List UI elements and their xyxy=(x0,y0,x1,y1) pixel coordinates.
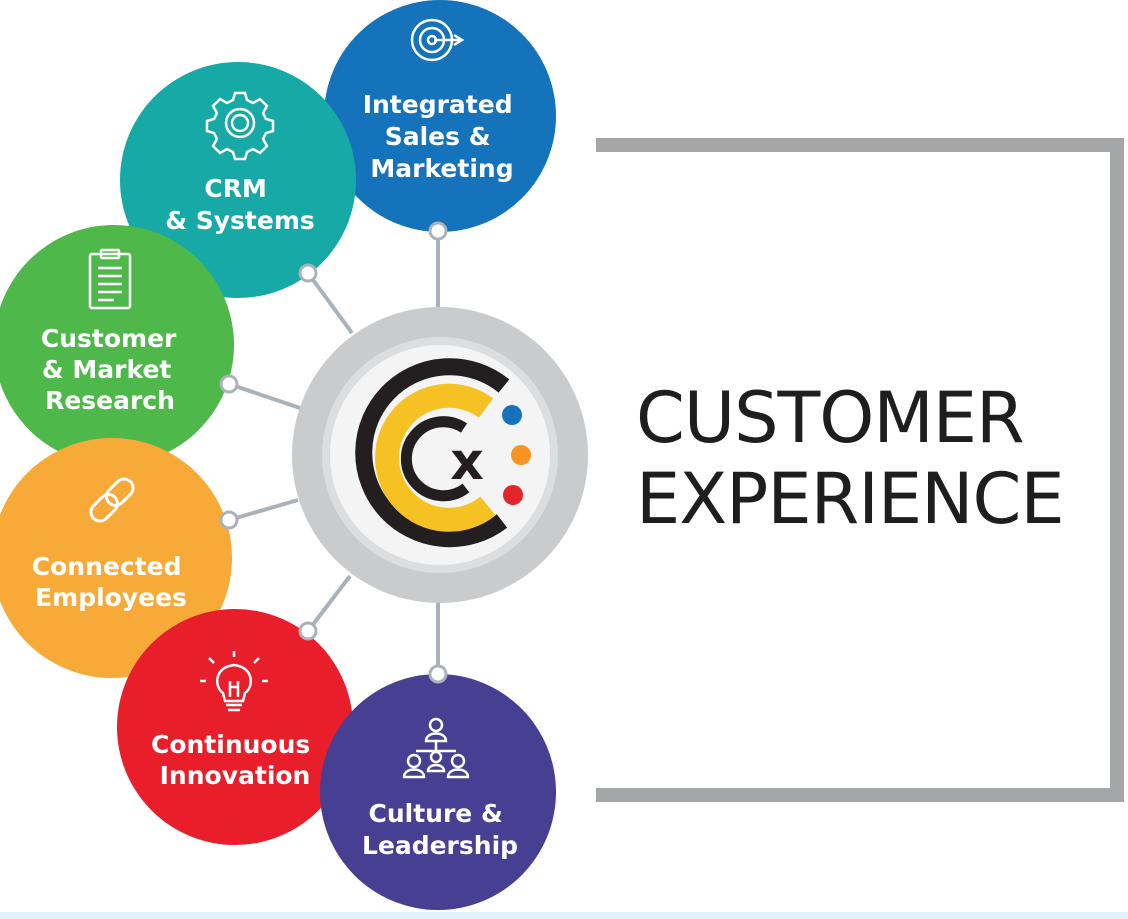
svg-text:Customer & Market: Customer & Market Research xyxy=(41,324,185,415)
connector-customer-research xyxy=(228,382,301,410)
svg-text:Integrated Sales &: Integrated Sales & Marketing xyxy=(363,90,522,183)
node-crm-systems: CRM & Systems xyxy=(120,62,356,298)
node-integrated-sales: Integrated Sales & Marketing xyxy=(324,0,556,232)
node-label-connected-employees-2: Employees xyxy=(35,583,187,612)
node-continuous-innovation: Continuous Innovation xyxy=(117,609,353,845)
node-label-continuous-innovation-2: Innovation xyxy=(160,761,311,790)
node-circle-culture-leadership xyxy=(320,674,556,910)
connector-dot-culture-leadership xyxy=(428,664,448,684)
svg-text:Connected Employees: Connected Employees xyxy=(32,552,190,612)
page-title-line-1: CUSTOMER xyxy=(636,377,1025,459)
node-label-customer-research-2: & Market xyxy=(42,355,171,384)
connectors xyxy=(228,231,440,674)
node-label-integrated-sales-1: Integrated xyxy=(363,90,513,119)
page-title: CUSTOMER EXPERIENCE xyxy=(636,377,1065,540)
node-circle-connected-employees xyxy=(0,438,232,678)
connector-dot-customer-research xyxy=(219,374,239,394)
cx-logo: x xyxy=(355,358,531,548)
node-label-integrated-sales-2: Sales & xyxy=(385,122,491,151)
node-label-connected-employees-1: Connected xyxy=(32,552,182,581)
connector-connected-employees xyxy=(228,498,299,522)
team-hierarchy-icon xyxy=(402,717,470,779)
footer-strip xyxy=(0,912,1128,919)
clipboard-icon xyxy=(88,248,132,310)
node-circle-continuous-innovation xyxy=(117,609,353,845)
logo-outer-c-icon xyxy=(355,358,510,548)
logo-middle-c-icon xyxy=(375,383,496,532)
node-label-customer-research-3: Research xyxy=(45,386,175,415)
gear-icon xyxy=(205,91,275,161)
connector-crm-systems xyxy=(306,271,354,335)
connector-dot-continuous-innovation xyxy=(298,621,318,641)
connector-continuous-innovation xyxy=(306,574,352,633)
node-culture-leadership: Culture & Leadership xyxy=(320,674,556,910)
frame-bracket xyxy=(596,138,1124,802)
node-connected-employees: Connected Employees xyxy=(0,438,232,678)
connector-dot-crm-systems xyxy=(298,263,318,283)
svg-text:CRM & Systems: CRM & Systems xyxy=(165,174,315,235)
logo-inner-c-icon xyxy=(400,416,470,502)
svg-text:Culture & Leadership: Culture & Leadership xyxy=(362,799,518,860)
node-circle-crm-systems xyxy=(120,62,356,298)
node-label-crm-systems-2: & Systems xyxy=(165,206,315,235)
logo-dot-red xyxy=(503,485,523,505)
node-circle-integrated-sales xyxy=(324,0,556,232)
logo-letter: x xyxy=(450,432,484,492)
target-icon xyxy=(410,18,465,62)
node-label-crm-systems-1: CRM xyxy=(204,174,266,203)
chain-link-icon xyxy=(89,477,135,523)
node-label-culture-leadership-1: Culture & xyxy=(369,799,503,828)
connector-dot-integrated-sales xyxy=(428,221,448,241)
connector-dot-connected-employees xyxy=(219,510,239,530)
node-circle-customer-research xyxy=(0,225,234,465)
node-label-customer-research-1: Customer xyxy=(41,324,177,353)
node-label-integrated-sales-3: Marketing xyxy=(370,154,513,183)
connector-dots xyxy=(219,221,448,684)
node-label-continuous-innovation-1: Continuous xyxy=(151,730,310,759)
hub xyxy=(292,307,588,603)
page-title-line-2: EXPERIENCE xyxy=(636,458,1065,540)
lightbulb-icon xyxy=(200,651,268,712)
logo-dot-blue xyxy=(502,405,522,425)
svg-text:Continuous Innovation: Continuous Innovation xyxy=(151,730,319,790)
node-label-culture-leadership-2: Leadership xyxy=(362,831,518,860)
node-customer-research: Customer & Market Research xyxy=(0,225,234,465)
logo-dot-orange xyxy=(511,445,531,465)
